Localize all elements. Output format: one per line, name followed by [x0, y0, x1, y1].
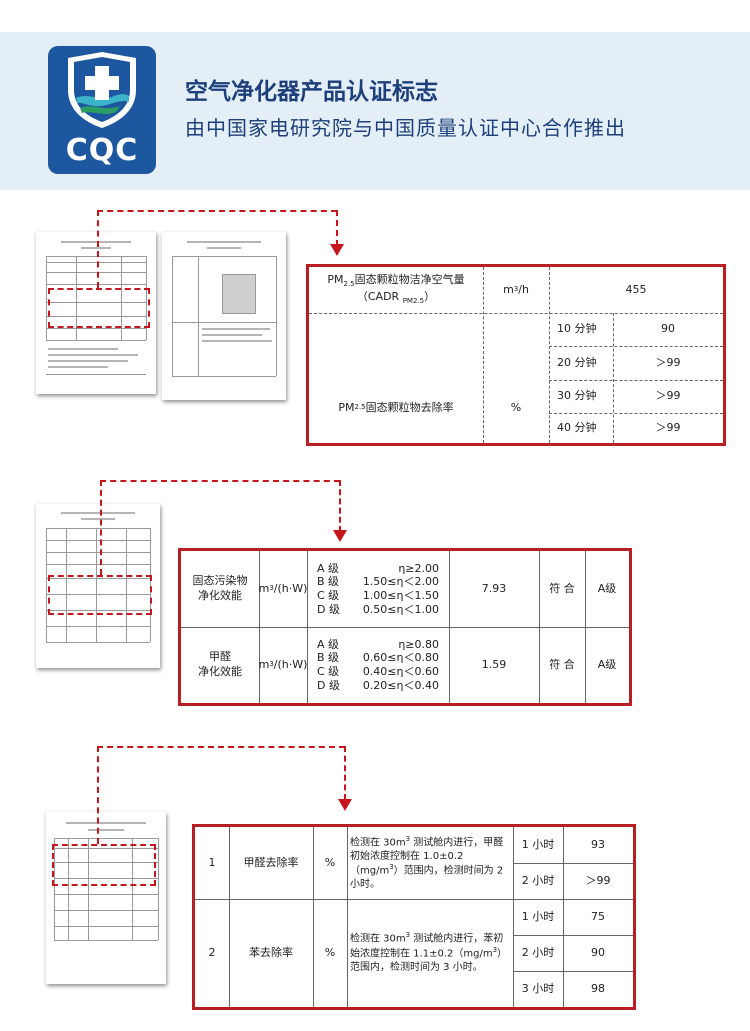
time-30min: 30 分钟: [557, 389, 597, 403]
removal-row2-time2: 2 小时: [521, 945, 555, 959]
removal-row1-unit: %: [324, 855, 336, 869]
removal-row2-value3: 98: [591, 981, 605, 995]
arrow-down-icon: [333, 530, 347, 542]
cadr-label: PM2.5固态颗粒物洁净空气量 （CADR PM2.5）: [327, 273, 465, 306]
row-formaldehyde-name: 甲醛 净化效能: [198, 650, 242, 678]
removal-row2-time3: 3 小时: [521, 981, 555, 995]
removal-row1-time1: 1 小时: [521, 837, 555, 851]
arrow-down-icon: [338, 799, 352, 811]
page-title: 空气净化器产品认证标志: [185, 79, 438, 105]
removal-row1-time2: 2 小时: [521, 873, 555, 887]
removal-row1-desc: 检测在 30m3 测试舱内进行，甲醛初始浓度控制在 1.0±0.2（mg/m3）…: [350, 834, 504, 890]
report-scan-1b: [162, 232, 286, 400]
highlight-box-2: [48, 575, 152, 615]
removal-row2-time1: 1 小时: [521, 909, 555, 923]
shield-cross-icon: [68, 52, 136, 128]
row-formaldehyde-value: 1.59: [481, 657, 507, 671]
removal-row2-value2: 90: [591, 945, 605, 959]
row-solid-value: 7.93: [481, 581, 507, 595]
time-10min: 10 分钟: [557, 322, 597, 336]
time-40min: 40 分钟: [557, 420, 597, 434]
cadr-value: 455: [625, 282, 647, 296]
removal-row2-name: 苯去除率: [249, 945, 293, 959]
removal-row2-desc: 检测在 30m3 测试舱内进行，苯初始浓度控制在 1.1±0.2（mg/m3）范…: [350, 931, 508, 974]
top-strip: [0, 0, 750, 32]
removal-table: 1 甲醛去除率 % 检测在 30m3 测试舱内进行，甲醛初始浓度控制在 1.0±…: [192, 824, 636, 1010]
removal-row1-name: 甲醛去除率: [243, 855, 299, 869]
row-solid-level: A级: [597, 581, 617, 595]
logo-text: CQC: [65, 133, 139, 168]
report-scan-1a: [36, 232, 156, 394]
value-30min: ＞99: [655, 389, 681, 403]
highlight-box-1: [48, 288, 150, 328]
highlight-box-3: [52, 844, 156, 886]
removal-row2-no: 2: [208, 945, 216, 959]
page-subtitle: 由中国家电研究院与中国质量认证中心合作推出: [185, 116, 626, 140]
report-scan-3: [46, 812, 166, 984]
time-20min: 20 分钟: [557, 355, 597, 369]
row-solid-verdict: 符 合: [549, 581, 575, 595]
cqc-logo: CQC: [48, 46, 156, 174]
value-40min: ＞99: [655, 420, 681, 434]
row-formaldehyde-verdict: 符 合: [549, 657, 575, 671]
removal-row1-value1: 93: [591, 837, 605, 851]
removal-row1-no: 1: [208, 855, 216, 869]
removal-row1-value2: ＞99: [585, 873, 611, 887]
value-10min: 90: [661, 322, 675, 336]
removal-row2-value1: 75: [591, 909, 605, 923]
value-20min: ＞99: [655, 355, 681, 369]
row-formaldehyde-level: A级: [597, 657, 617, 671]
row-solid-name: 固态污染物 净化效能: [192, 574, 248, 602]
removal-row2-unit: %: [324, 945, 336, 959]
report-scan-2: [36, 504, 160, 668]
arrow-down-icon: [330, 244, 344, 256]
removal-unit: %: [510, 400, 522, 414]
